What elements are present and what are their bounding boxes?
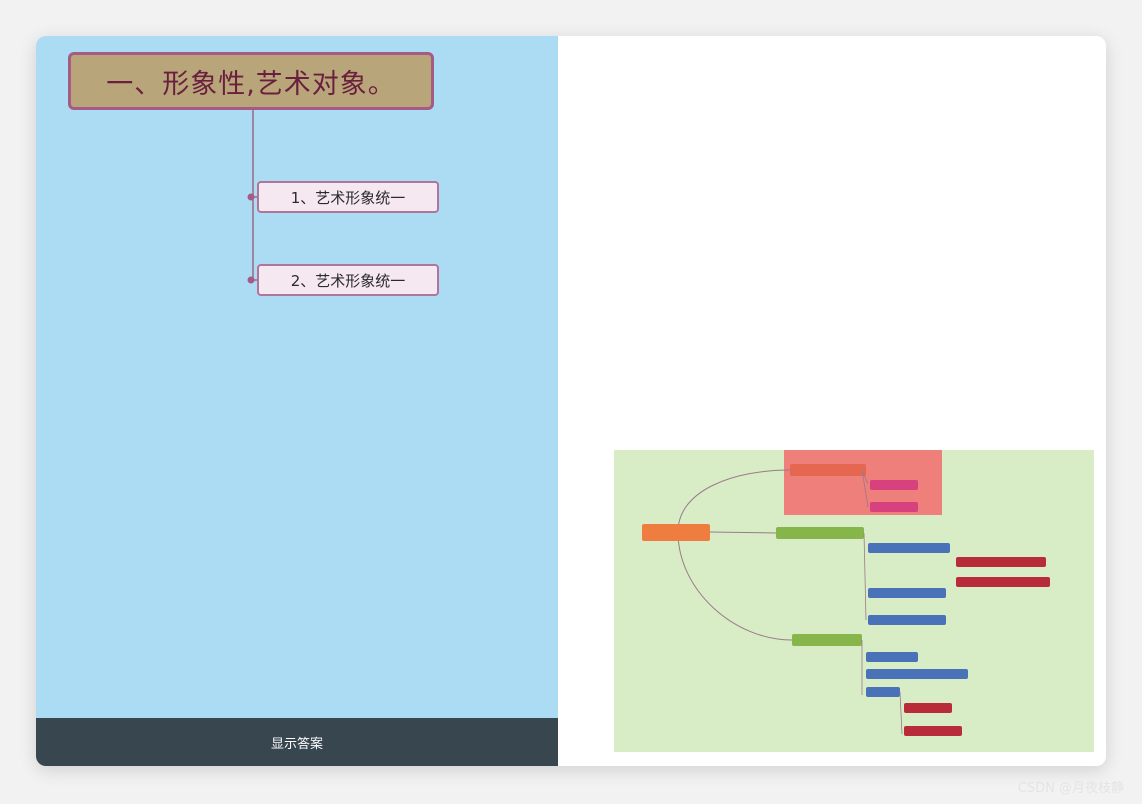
- child-node-label: 1、艺术形象统一: [290, 188, 406, 207]
- overview-central-node: [642, 524, 710, 541]
- mindmap-root-node[interactable]: 一、形象性,艺术对象。: [68, 52, 434, 110]
- mindmap-child-node-1[interactable]: 1、艺术形象统一: [257, 181, 439, 213]
- root-node-label: 一、形象性,艺术对象。: [106, 68, 396, 100]
- app-window: 一、形象性,艺术对象。 1、艺术形象统一 2、艺术形象统一 显示答案: [36, 36, 1106, 766]
- mindmap-editor-pane: 一、形象性,艺术对象。 1、艺术形象统一 2、艺术形象统一 显示答案: [36, 36, 558, 766]
- bottom-toolbar: 显示答案: [36, 718, 558, 766]
- mindmap-child-node-2[interactable]: 2、艺术形象统一: [257, 264, 439, 296]
- child-node-label: 2、艺术形象统一: [290, 271, 406, 290]
- overview-viewport-highlight: [784, 450, 942, 515]
- mindmap-overview-thumbnail[interactable]: [614, 450, 1094, 752]
- show-answer-button[interactable]: 显示答案: [255, 727, 339, 758]
- watermark: CSDN @月夜枝静: [1017, 781, 1124, 796]
- preview-pane: [558, 36, 1106, 766]
- mindmap-overview-graphic: [642, 450, 1050, 736]
